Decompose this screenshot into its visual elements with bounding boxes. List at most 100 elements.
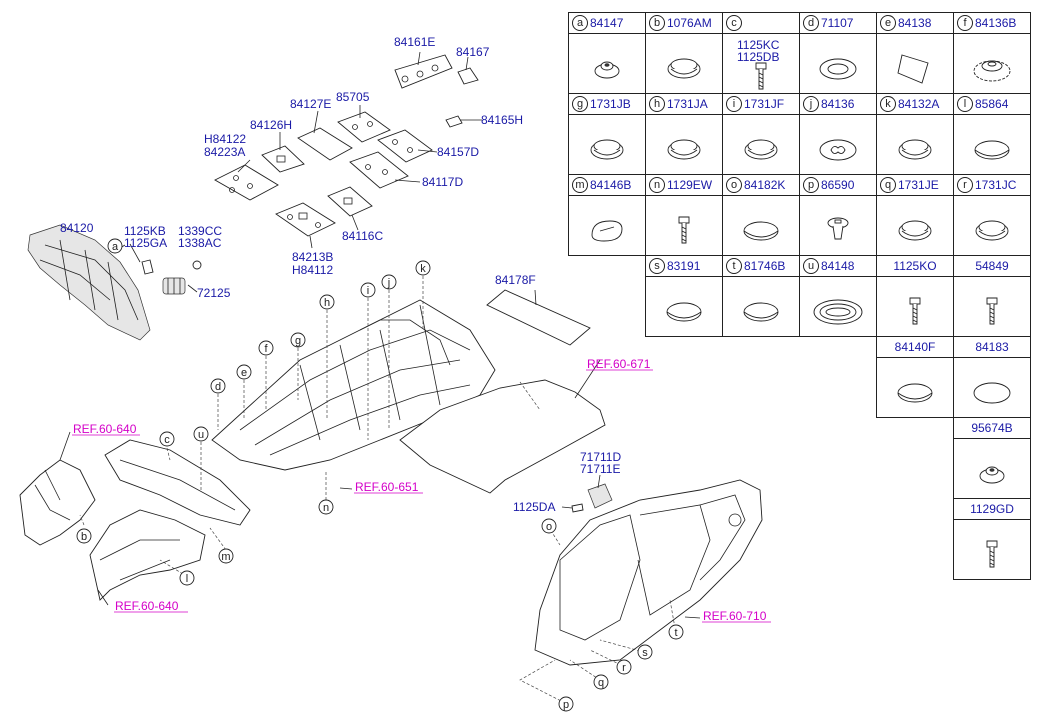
legend-cell-1129gd[interactable]: 1129GD.ic{fill:#fff;stroke:#222;stroke-w… — [953, 498, 1031, 580]
clip-1339CC[interactable] — [192, 260, 202, 270]
side-body-panel[interactable] — [534, 479, 763, 666]
legend-cell-86590[interactable]: p86590.ic{fill:#fff;stroke:#222;stroke-w… — [799, 174, 877, 256]
legend-code: 84148 — [821, 259, 855, 273]
callout-e: e — [236, 364, 252, 380]
pad-84213B[interactable] — [275, 202, 336, 237]
legend-cell-84132a[interactable]: k84132A.ic{fill:#fff;stroke:#222;stroke-… — [876, 93, 954, 175]
legend-cell-95674b[interactable]: 95674B.ic{fill:#fff;stroke:#222;stroke-w… — [953, 417, 1031, 499]
legend-cell-71107[interactable]: d71107.ic{fill:#fff;stroke:#222;stroke-w… — [799, 12, 877, 94]
pad-84157D[interactable] — [377, 129, 433, 163]
legend-letter: d — [803, 15, 819, 31]
pad-84126H[interactable] — [261, 145, 305, 173]
floor-panel[interactable] — [211, 299, 496, 471]
svg-text:a: a — [112, 241, 119, 253]
insulator-72125[interactable] — [162, 277, 186, 295]
legend-code: 85864 — [975, 97, 1009, 111]
pad-84223A[interactable] — [214, 164, 279, 201]
legend-cell-84182k[interactable]: o84182K.ic{fill:#fff;stroke:#222;stroke-… — [722, 174, 800, 256]
legend-cell-84138[interactable]: e84138.ic{fill:#fff;stroke:#222;stroke-w… — [876, 12, 954, 94]
svg-text:m: m — [221, 551, 230, 563]
legend-code: 84136B — [975, 16, 1017, 30]
svg-text:d: d — [215, 381, 221, 393]
bolt-1125DA[interactable] — [571, 503, 584, 513]
cowl-panel[interactable] — [104, 439, 251, 526]
pad-84161E[interactable] — [394, 54, 453, 89]
pad-84117D[interactable] — [349, 151, 409, 189]
legend-code: 1731JC — [975, 178, 1017, 192]
legend-letter: k — [880, 96, 896, 112]
legend-cell-1731je[interactable]: q1731JE.ic{fill:#fff;stroke:#222;stroke-… — [876, 174, 954, 256]
legend-cell-54849[interactable]: 54849 .ic{fill:#fff;stroke:#222;stroke-wi… — [953, 255, 1031, 337]
sheet-84178F[interactable] — [486, 289, 591, 346]
ref-60-640-lower[interactable]: REF.60-640 — [115, 599, 179, 613]
dash-panel-84120[interactable] — [27, 224, 151, 341]
legend-letter: e — [880, 15, 896, 31]
legend-cell-1731jc[interactable]: r1731JC.ic{fill:#fff;stroke:#222;stroke-… — [953, 174, 1031, 256]
legend-cell-84140f[interactable]: 84140F.ic{fill:#fff;stroke:#222;stroke-w… — [876, 336, 954, 418]
pad-85705[interactable] — [337, 111, 391, 143]
legend-cell-1731ja[interactable]: h1731JA.ic{fill:#fff;stroke:#222;stroke-… — [645, 93, 723, 175]
svg-text:k: k — [420, 263, 426, 275]
flat-plug-icon: .ic{fill:#fff;stroke:#222;stroke-width:0… — [877, 357, 953, 417]
legend-cell-85864[interactable]: l85864.ic{fill:#fff;stroke:#222;stroke-w… — [953, 93, 1031, 175]
plug-cap-icon: .ic{fill:#fff;stroke:#222;stroke-width:0… — [569, 33, 645, 93]
callout-i: i — [360, 282, 376, 298]
bracket-71711D[interactable] — [587, 483, 613, 509]
callout-m: m — [218, 548, 234, 564]
legend-cell-83191[interactable]: s83191.ic{fill:#fff;stroke:#222;stroke-w… — [645, 255, 723, 337]
legend-cell-1125ko[interactable]: 1125KO.ic{fill:#fff;stroke:#222;stroke-w… — [876, 255, 954, 337]
legend-cell-84148[interactable]: u84148.ic{fill:#fff;stroke:#222;stroke-w… — [799, 255, 877, 337]
callout-g: g — [290, 332, 306, 348]
legend-cell-1125kc[interactable]: c1125KC1125DB.ic{fill:#fff;stroke:#222;s… — [722, 12, 800, 94]
legend-cell-84146b[interactable]: m84146B.ic{fill:#fff;stroke:#222;stroke-… — [568, 174, 646, 256]
legend-cell-84147[interactable]: a84147.ic{fill:#fff;stroke:#222;stroke-w… — [568, 12, 646, 94]
svg-text:l: l — [186, 573, 188, 585]
bolt-1125KB[interactable] — [141, 259, 154, 275]
legend-cell-1731jf[interactable]: i1731JF.ic{fill:#fff;stroke:#222;stroke-… — [722, 93, 800, 175]
legend-letter: a — [572, 15, 588, 31]
legend-cell-1731jb[interactable]: g1731JB.ic{fill:#fff;stroke:#222;stroke-… — [568, 93, 646, 175]
legend-code: 83191 — [667, 259, 701, 273]
legend-cell-1129ew[interactable]: n1129EW.ic{fill:#fff;stroke:#222;stroke-… — [645, 174, 723, 256]
front-side-member-right[interactable] — [89, 509, 206, 601]
legend-cell-84136[interactable]: j84136.ic{fill:#fff;stroke:#222;stroke-w… — [799, 93, 877, 175]
legend-code: 84136 — [821, 97, 855, 111]
ref-60-671[interactable]: REF.60-671 — [587, 357, 651, 371]
grommet-icon: .ic{fill:#fff;stroke:#222;stroke-width:0… — [723, 114, 799, 174]
ref-60-710[interactable]: REF.60-710 — [703, 609, 767, 623]
svg-text:n: n — [323, 502, 329, 514]
roof-panel[interactable] — [399, 379, 606, 494]
ref-60-640-upper[interactable]: REF.60-640 — [73, 422, 137, 436]
legend-cell-1076am[interactable]: b1076AM.ic{fill:#fff;stroke:#222;stroke-… — [645, 12, 723, 94]
legend-code: 71107 — [821, 16, 854, 30]
pad-84167[interactable] — [457, 67, 479, 85]
legend-cell-81746b[interactable]: t81746B.ic{fill:#fff;stroke:#222;stroke-… — [722, 255, 800, 337]
legend-cell-84136b[interactable]: f84136B.ic{fill:#fff;stroke:#222;stroke-… — [953, 12, 1031, 94]
callout-u: u — [193, 426, 209, 442]
oval-flat-icon: .ic{fill:#fff;stroke:#222;stroke-width:0… — [954, 357, 1030, 417]
label-71711D: 71711D — [580, 450, 621, 464]
legend-cell-84183[interactable]: 84183.ic{fill:#fff;stroke:#222;stroke-wi… — [953, 336, 1031, 418]
front-side-member-left[interactable] — [19, 459, 96, 546]
pad-84127E[interactable] — [297, 127, 353, 161]
callout-p: p — [558, 696, 574, 712]
flat-plug-icon: .ic{fill:#fff;stroke:#222;stroke-width:0… — [723, 195, 799, 255]
ref-underlines — [72, 369, 771, 623]
flat-plug-icon: .ic{fill:#fff;stroke:#222;stroke-width:0… — [723, 276, 799, 336]
pad-84116C[interactable] — [327, 186, 373, 217]
label-71711E: 71711E — [580, 462, 620, 476]
legend-code: 54849 — [975, 259, 1009, 273]
ref-60-651[interactable]: REF.60-651 — [355, 480, 419, 494]
bolt-icon: .ic{fill:#fff;stroke:#222;stroke-width:0… — [954, 276, 1030, 336]
label-H84112: H84112 — [292, 263, 333, 277]
pad-84165H[interactable] — [445, 115, 463, 128]
label-84167: 84167 — [456, 45, 490, 59]
label-84126H: 84126H — [250, 118, 292, 132]
label-84120: 84120 — [60, 221, 94, 235]
